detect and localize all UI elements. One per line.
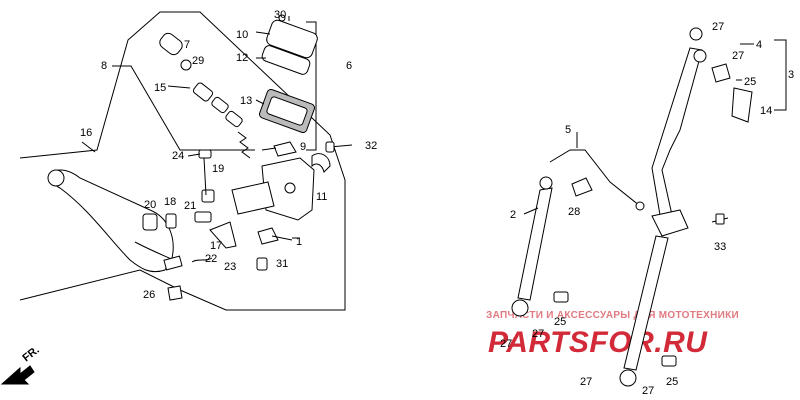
label-9: 9: [300, 141, 306, 153]
label-7: 7: [184, 39, 190, 51]
label-17: 17: [210, 240, 222, 252]
label-15: 15: [154, 82, 166, 94]
boot-7: [159, 32, 183, 56]
label-2: 2: [510, 209, 516, 221]
circlip-29: [180, 59, 192, 71]
label-1: 1: [296, 236, 302, 248]
label-20: 20: [144, 199, 156, 211]
screw-31: [256, 257, 268, 271]
bushing-18: [165, 213, 177, 229]
switch-23: [209, 221, 237, 249]
part-labels: 30 10 7 6 12 29 8 15 13 16 32 9 24 19 11…: [80, 9, 794, 397]
label-29: 29: [192, 55, 204, 67]
brake-lever: [47, 169, 183, 273]
label-19: 19: [212, 163, 224, 175]
bracket-6: [306, 21, 317, 151]
label-25-bot: 25: [666, 376, 678, 388]
label-30: 30: [274, 9, 286, 21]
label-25-mid: 25: [554, 316, 566, 328]
bracket-3: [774, 39, 787, 111]
label-27-mid: 27: [732, 50, 744, 62]
front-direction-arrow-icon: FR.: [0, 344, 42, 385]
plate-12: [261, 45, 311, 75]
spring-22: [191, 257, 213, 263]
bracket-8: [112, 65, 255, 151]
piston-assembly: [159, 32, 251, 159]
master-cylinder-body: [231, 141, 353, 221]
leader-lines: [81, 16, 754, 241]
front-direction-label: FR.: [20, 344, 41, 364]
watermark: ЗАПЧАСТИ И АКСЕССУАРЫ ДЛЯ МОТОТЕХНИКИ PA…: [486, 310, 739, 359]
clamp-28: [571, 177, 593, 197]
label-5: 5: [565, 124, 571, 136]
label-28: 28: [568, 206, 580, 218]
washer-21: [194, 211, 212, 223]
bolt-14: [731, 87, 753, 123]
label-11: 11: [316, 191, 327, 203]
collar-20: [142, 213, 158, 231]
label-32: 32: [365, 140, 377, 152]
label-12: 12: [236, 52, 248, 64]
label-8: 8: [101, 60, 107, 72]
label-27-left: 27: [500, 338, 512, 350]
label-6: 6: [346, 60, 352, 72]
label-26: 26: [143, 289, 155, 301]
watermark-subtitle: ЗАПЧАСТИ И АКСЕССУАРЫ ДЛЯ МОТОТЕХНИКИ: [486, 310, 739, 321]
brake-hoses: [511, 27, 753, 387]
label-23: 23: [224, 261, 236, 273]
label-4: 4: [756, 39, 762, 51]
label-13: 13: [240, 95, 252, 107]
label-27-mid2: 27: [532, 328, 544, 340]
label-10: 10: [236, 29, 248, 41]
holder-1: [257, 227, 279, 245]
nut-19: [201, 189, 215, 203]
label-18: 18: [164, 196, 176, 208]
label-3: 3: [788, 69, 794, 81]
label-27-bot: 27: [580, 376, 592, 388]
pivot-bolt-24: [203, 157, 207, 196]
label-16: 16: [80, 127, 92, 139]
label-27-bot2: 27: [642, 385, 654, 397]
watermark-brand: PARTSFOR.RU: [488, 326, 708, 359]
label-22: 22: [205, 253, 217, 265]
reservoir-parts: [259, 14, 318, 134]
label-25-top: 25: [744, 76, 756, 88]
nut-26: [167, 285, 183, 301]
cover-10: [266, 19, 318, 59]
label-27-top: 27: [712, 21, 724, 33]
label-21: 21: [184, 200, 196, 212]
pivot-parts: [142, 149, 279, 301]
label-14: 14: [760, 105, 772, 117]
cap-9: [273, 141, 297, 157]
label-24: 24: [172, 150, 184, 162]
label-33: 33: [714, 241, 726, 253]
label-31: 31: [276, 258, 288, 270]
